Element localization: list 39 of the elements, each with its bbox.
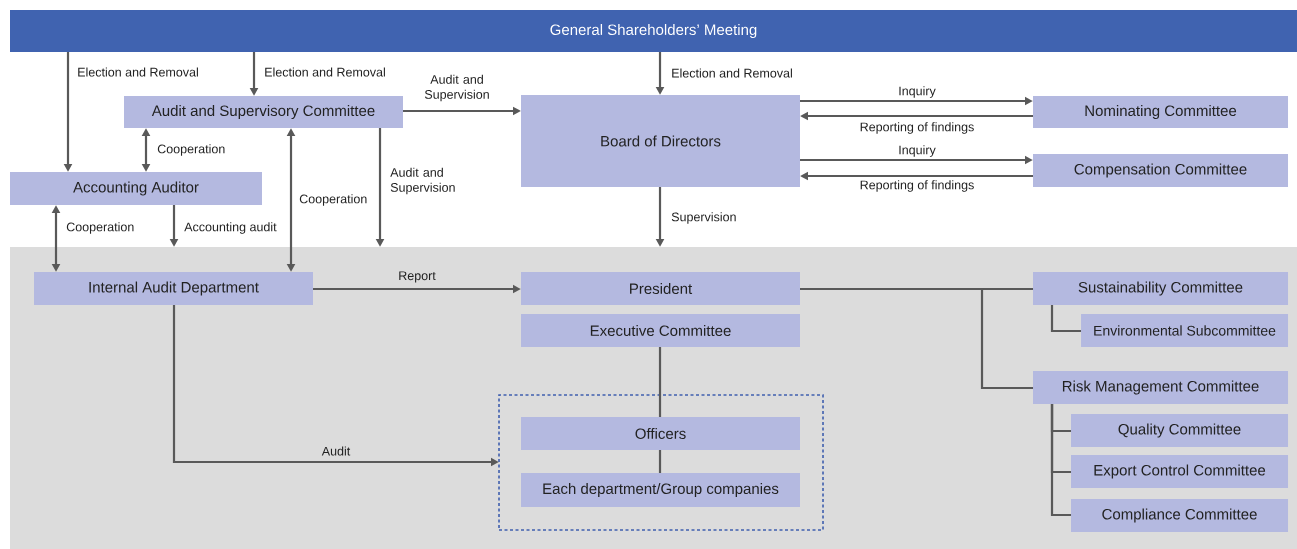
- committee-box: Compensation Committee: [1033, 154, 1288, 187]
- committee-box: Export Control Committee: [1071, 455, 1288, 488]
- edge-label: Election and Removal: [672, 68, 792, 78]
- edge-label: Audit: [321, 446, 351, 456]
- connector-line: [800, 287, 1033, 390]
- committee-box: Risk Management Committee: [1033, 371, 1288, 404]
- board-box: Board of Directors: [521, 95, 800, 187]
- connector-line: [658, 450, 662, 473]
- edge-label: Reporting of findings: [860, 122, 974, 134]
- auditor-box: Accounting Auditor: [10, 172, 262, 205]
- edge-label: Inquiry: [899, 145, 936, 157]
- committee-box: Audit and Supervisory Committee: [124, 96, 403, 128]
- connector-line: [1050, 305, 1081, 333]
- edge-label: Audit and Supervision: [424, 74, 489, 102]
- edge-label: Report: [399, 271, 436, 283]
- committee-box: Quality Committee: [1071, 414, 1288, 447]
- edge-label: Cooperation: [157, 144, 225, 156]
- committee-box: Sustainability Committee: [1033, 272, 1288, 305]
- edge-label: Cooperation: [66, 222, 134, 234]
- edge-label: Accounting audit: [184, 222, 277, 234]
- edge-label: Election and Removal: [78, 67, 198, 77]
- connector-line: [1050, 404, 1071, 517]
- president-box: President: [521, 272, 800, 305]
- committee-box: Executive Committee: [521, 314, 800, 347]
- department-box: Each department/Group companies: [521, 473, 800, 507]
- subcommittee-box: Environmental Subcommittee: [1081, 314, 1288, 347]
- header-band: General Shareholders’ Meeting: [10, 10, 1297, 52]
- edge-label: Reporting of findings: [860, 180, 974, 192]
- dashed-frame: [498, 394, 824, 531]
- edge-label: Audit and Supervision: [390, 167, 455, 195]
- committee-box: Nominating Committee: [1033, 96, 1288, 128]
- connector-line: [658, 347, 662, 417]
- edge-label: Cooperation: [299, 194, 367, 206]
- officers-box: Officers: [521, 417, 800, 450]
- edge-label: Election and Removal: [265, 67, 385, 77]
- edge-label: Inquiry: [899, 86, 936, 98]
- department-box: Internal Audit Department: [34, 272, 313, 305]
- edge-label: Supervision: [671, 212, 736, 224]
- committee-box: Compliance Committee: [1071, 499, 1288, 532]
